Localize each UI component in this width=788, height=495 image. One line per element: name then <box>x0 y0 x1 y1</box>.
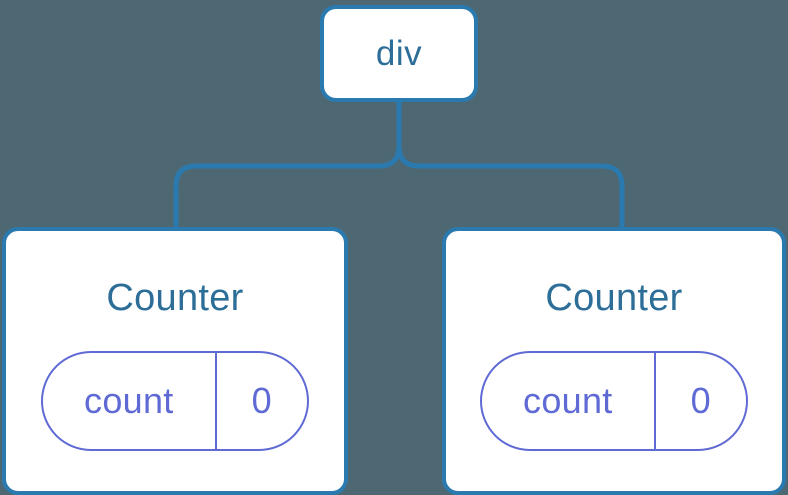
state-key-label: count <box>43 353 217 449</box>
state-value-label: 0 <box>690 380 711 421</box>
tree-node-counter-2[interactable]: Counter count 0 <box>442 227 786 495</box>
tree-node-div-label: div <box>375 34 423 73</box>
state-pill-counter-1: count 0 <box>41 351 309 451</box>
state-key-label: count <box>482 353 656 449</box>
state-pill-counter-2: count 0 <box>480 351 748 451</box>
tree-node-div[interactable]: div <box>320 5 478 102</box>
connector-path-right <box>396 101 625 229</box>
state-value-label: 0 <box>251 380 272 421</box>
tree-node-counter-1[interactable]: Counter count 0 <box>2 227 348 495</box>
connector-path-left <box>173 101 402 229</box>
tree-node-counter-2-title: Counter <box>545 277 683 319</box>
tree-node-counter-1-title: Counter <box>106 277 244 319</box>
